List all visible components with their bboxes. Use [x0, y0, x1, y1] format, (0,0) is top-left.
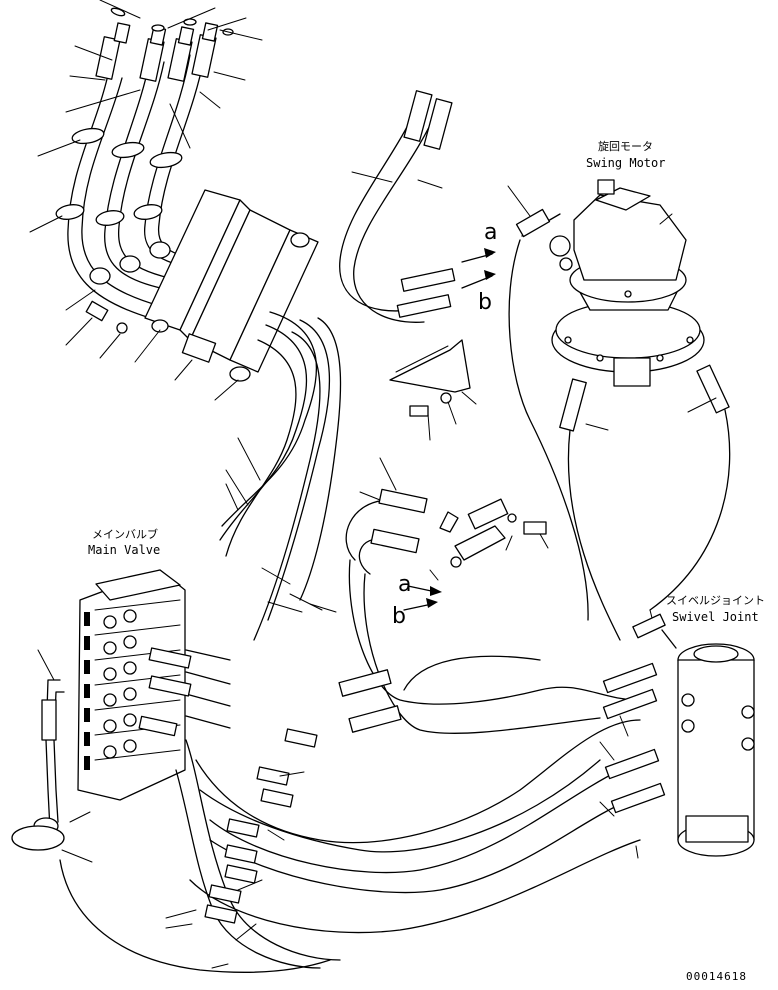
main-valve — [11, 569, 231, 863]
valve-lower-hoses — [59, 719, 641, 974]
port-a-label-upper: a — [484, 220, 498, 245]
main-valve-label-en: Main Valve — [88, 543, 161, 557]
main-valve-label-ja: メインバルブ — [92, 528, 158, 541]
port-b-label-lower: b — [392, 604, 406, 629]
upper-left-hose-group — [29, 0, 319, 401]
swivel-joint-label-ja: スイベルジョイント — [666, 594, 765, 607]
swivel-joint — [599, 609, 755, 859]
swing-motor — [507, 179, 731, 641]
drawing-number: 00014618 — [686, 970, 747, 983]
swivel-joint-label-en: Swivel Joint — [672, 610, 759, 624]
port-b-label-upper: b — [478, 290, 492, 315]
bracket-to-valve-hoses — [219, 311, 342, 641]
swing-motor-hoses — [338, 90, 641, 734]
swing-motor-label-en: Swing Motor — [586, 156, 666, 170]
port-a-label-lower: a — [398, 572, 412, 597]
swing-motor-label-ja: 旋回モータ — [598, 140, 653, 153]
